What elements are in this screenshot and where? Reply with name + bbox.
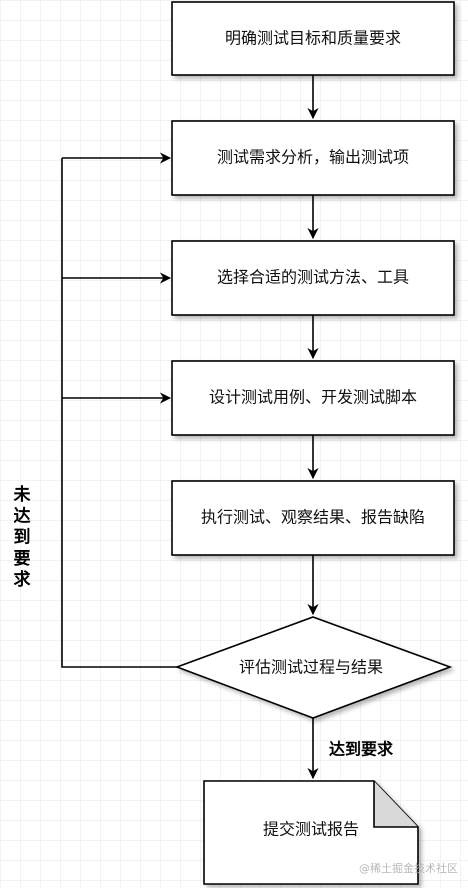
label-not-met: 未达到要求 <box>13 484 31 590</box>
node-report-box[interactable] <box>203 780 419 885</box>
feedback-line <box>61 158 177 668</box>
feedback-loop <box>61 152 177 668</box>
node-method-box[interactable] <box>171 240 455 316</box>
node-evaluate-diamond[interactable] <box>174 616 453 719</box>
report-folded-corner <box>373 781 418 828</box>
node-method-text: 选择合适的测试方法、工具 <box>217 268 409 287</box>
node-evaluate-text: 评估测试过程与结果 <box>239 658 383 677</box>
node-analyze-box[interactable] <box>171 120 455 196</box>
node-execute-box[interactable] <box>171 480 455 556</box>
node-goal-box[interactable] <box>171 1 455 76</box>
watermark-text: @稀土掘金技术社区 <box>359 861 458 875</box>
label-met: 达到要求 <box>329 740 394 759</box>
node-analyze-text: 测试需求分析，输出测试项 <box>217 148 409 167</box>
node-report-text: 提交测试报告 <box>263 820 359 839</box>
node-design-text: 设计测试用例、开发测试脚本 <box>209 388 417 407</box>
node-design-box[interactable] <box>171 360 455 436</box>
node-execute-text: 执行测试、观察结果、报告缺陷 <box>201 508 425 527</box>
node-goal-text: 明确测试目标和质量要求 <box>225 29 401 48</box>
